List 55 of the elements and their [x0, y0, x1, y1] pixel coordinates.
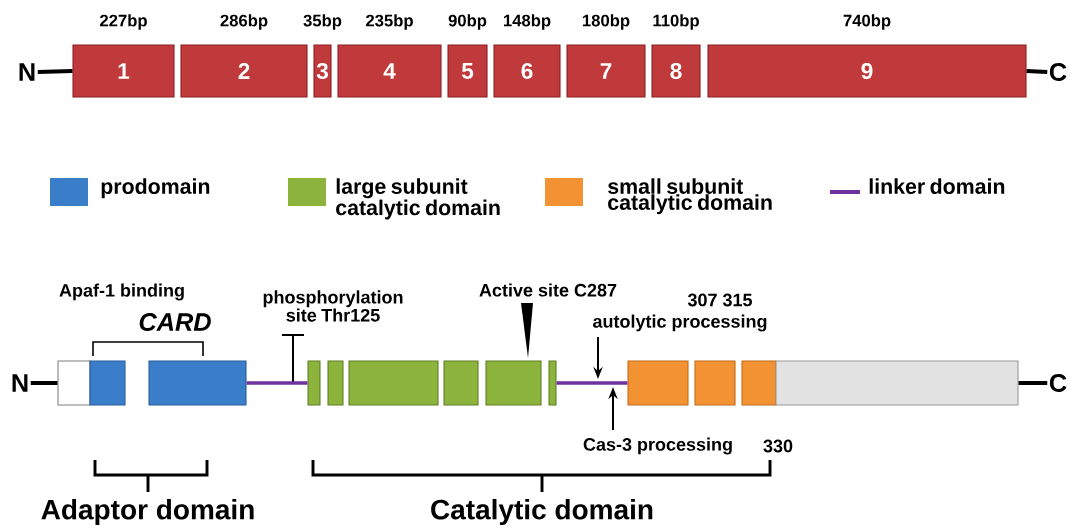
exon-box: 4 [337, 44, 442, 98]
terminal-box [775, 360, 1019, 406]
label-text: Adaptor domain [41, 498, 254, 526]
label-text: Catalytic domain [431, 498, 653, 526]
linker-line [246, 381, 308, 385]
small-subunit-box [627, 360, 689, 406]
length-label: 180bp [582, 14, 630, 30]
legend-text: linker domain [869, 178, 1005, 194]
terminal-line [30, 381, 58, 385]
exon-box: 2 [180, 44, 308, 98]
small-subunit-box [694, 360, 736, 406]
length-label: 35bp [303, 14, 342, 30]
exon-box: 1 [72, 44, 175, 98]
exon-box: 3 [313, 44, 332, 98]
label-text: phosphorylation site Thr125 [263, 290, 403, 322]
terminal-line [1018, 381, 1048, 385]
legend-text: large subunit catalytic domain [336, 178, 500, 220]
legend-text: small subunit catalytic domain [608, 178, 772, 215]
length-label: 227bp [100, 14, 147, 30]
prodomain-box [89, 360, 126, 406]
terminus-label: C [1049, 374, 1067, 392]
length-label: 235bp [366, 14, 413, 30]
exon-box: 8 [651, 44, 701, 98]
length-label: 148bp [503, 14, 551, 30]
small-subunit-box [741, 360, 777, 406]
exon-box: 6 [493, 44, 561, 98]
label-text: CARD [139, 313, 211, 331]
large-subunit-box [485, 360, 542, 406]
terminal-box [57, 360, 91, 406]
label-text: Cas-3 processing [583, 437, 732, 455]
exon-box: 5 [447, 44, 488, 98]
large-subunit-box [327, 360, 344, 406]
terminus-label: N [19, 63, 35, 81]
length-label: 740bp [843, 14, 891, 30]
label-text: 330 [763, 439, 793, 453]
label-text: 307 315 [687, 293, 752, 307]
length-label: 90bp [448, 14, 487, 30]
length-label: 286bp [220, 14, 268, 30]
label-text: Active site C287 [479, 283, 617, 297]
exon-box: 9 [707, 44, 1027, 98]
terminal-line [37, 69, 73, 74]
exon-box: 7 [566, 44, 646, 98]
legend-text: prodomain [101, 178, 210, 199]
large-subunit-box [548, 360, 557, 406]
prodomain-box [148, 360, 247, 406]
label-text: autolytic processing [593, 314, 767, 332]
label-text: Apaf-1 binding [59, 283, 184, 301]
large-subunit-box [443, 360, 479, 406]
terminal-line [1026, 69, 1048, 74]
large-subunit-box [307, 360, 321, 406]
terminus-label: C [1049, 63, 1067, 81]
linker-line [556, 381, 628, 385]
large-subunit-box [348, 360, 439, 406]
terminus-label: N [12, 374, 28, 392]
length-label: 110bp [653, 14, 699, 30]
